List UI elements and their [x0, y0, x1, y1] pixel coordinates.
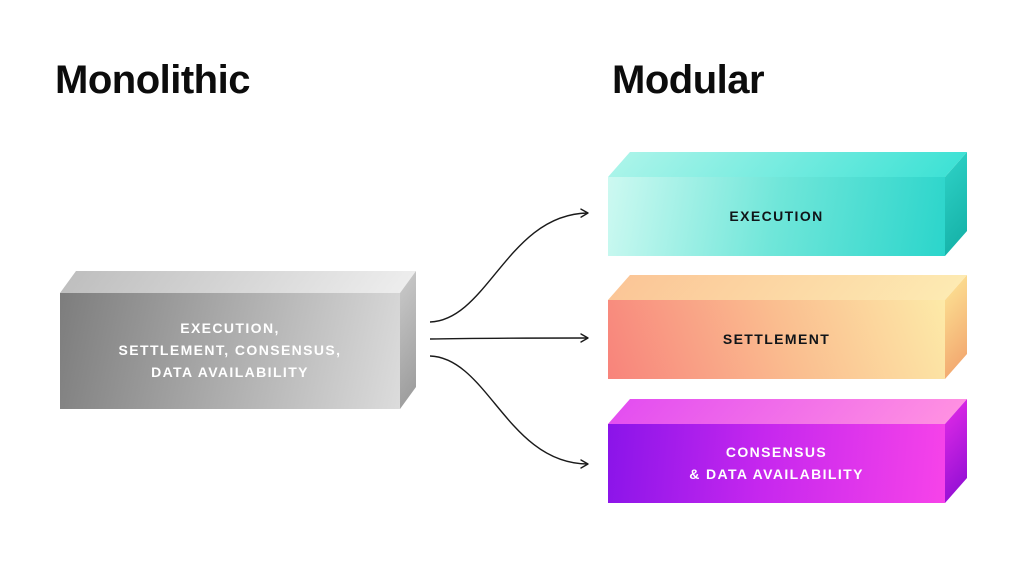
arrow-to-consensus-data-availability [429, 355, 589, 469]
modular-box-settlement: SETTLEMENT [608, 275, 967, 379]
settlement-box-front-face: SETTLEMENT [608, 300, 945, 379]
modular-box-consensus-data-availability: CONSENSUS & DATA AVAILABILITY [608, 399, 967, 503]
execution-box-label: EXECUTION [729, 206, 823, 228]
heading-modular: Modular [612, 58, 765, 102]
label-line: CONSENSUS [725, 443, 828, 460]
monolithic-box-label: EXECUTION, SETTLEMENT, CONSENSUS, DATA A… [119, 318, 342, 383]
arrow-to-settlement [429, 333, 589, 343]
modular-box-execution: EXECUTION [608, 152, 967, 256]
arrow-to-execution [429, 208, 589, 323]
label-line: DATA AVAILABILITY [151, 363, 309, 380]
heading-monolithic: Monolithic [55, 58, 250, 102]
monolithic-box: EXECUTION, SETTLEMENT, CONSENSUS, DATA A… [60, 270, 416, 409]
label-line: SETTLEMENT, CONSENSUS, [118, 342, 342, 359]
consensus-box-label: CONSENSUS & DATA AVAILABILITY [689, 442, 864, 485]
monolithic-box-front-face: EXECUTION, SETTLEMENT, CONSENSUS, DATA A… [60, 293, 400, 409]
label-line: EXECUTION, [180, 320, 280, 337]
consensus-box-top-face [608, 399, 967, 424]
monolithic-box-side-face [400, 270, 416, 409]
label-line: EXECUTION [729, 207, 824, 224]
monolithic-box-top-face [60, 271, 416, 293]
label-line: & DATA AVAILABILITY [689, 465, 864, 482]
consensus-box-front-face: CONSENSUS & DATA AVAILABILITY [608, 424, 945, 503]
execution-box-front-face: EXECUTION [608, 177, 945, 256]
label-line: SETTLEMENT [722, 330, 831, 347]
execution-box-top-face [608, 152, 967, 177]
settlement-box-top-face [608, 275, 967, 300]
settlement-box-label: SETTLEMENT [723, 329, 830, 351]
